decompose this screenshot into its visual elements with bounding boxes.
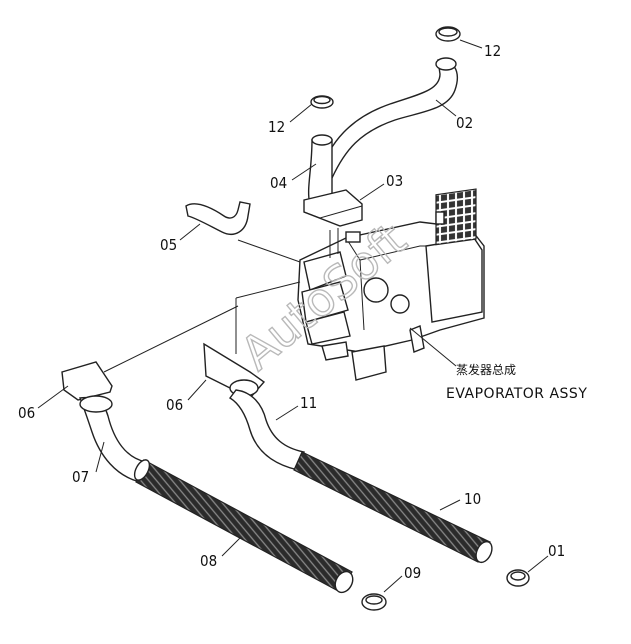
hose-11 bbox=[228, 389, 305, 471]
label-11: 11 bbox=[300, 394, 317, 412]
label-06-left: 06 bbox=[18, 404, 35, 422]
label-10: 10 bbox=[464, 490, 481, 508]
label-02: 02 bbox=[456, 114, 473, 132]
hose-02 bbox=[317, 57, 458, 179]
evaporator-assembly bbox=[297, 188, 485, 381]
label-09: 09 bbox=[404, 564, 421, 582]
label-06-right: 06 bbox=[166, 396, 183, 414]
label-05: 05 bbox=[160, 236, 177, 254]
hose-10-corrugated bbox=[293, 451, 493, 564]
reference-lines bbox=[103, 239, 457, 373]
label-12-top: 12 bbox=[484, 42, 501, 60]
hose-07 bbox=[61, 361, 147, 483]
assembly-label-english: EVAPORATOR ASSY bbox=[446, 386, 587, 402]
pipe-05 bbox=[185, 201, 251, 235]
clamp-12-top bbox=[435, 26, 461, 42]
label-12-mid: 12 bbox=[268, 118, 285, 136]
clamp-09 bbox=[361, 593, 387, 611]
label-04: 04 bbox=[270, 174, 287, 192]
clamp-01 bbox=[506, 569, 530, 587]
label-01: 01 bbox=[548, 542, 565, 560]
label-03: 03 bbox=[386, 172, 403, 190]
duct-03 bbox=[303, 189, 363, 227]
label-07: 07 bbox=[72, 468, 89, 486]
leader-lines bbox=[37, 39, 549, 593]
clamp-12-mid bbox=[310, 95, 334, 109]
hose-08-corrugated bbox=[133, 459, 354, 594]
assembly-label-chinese: 蒸发器总成 bbox=[456, 362, 516, 377]
label-08: 08 bbox=[200, 552, 217, 570]
